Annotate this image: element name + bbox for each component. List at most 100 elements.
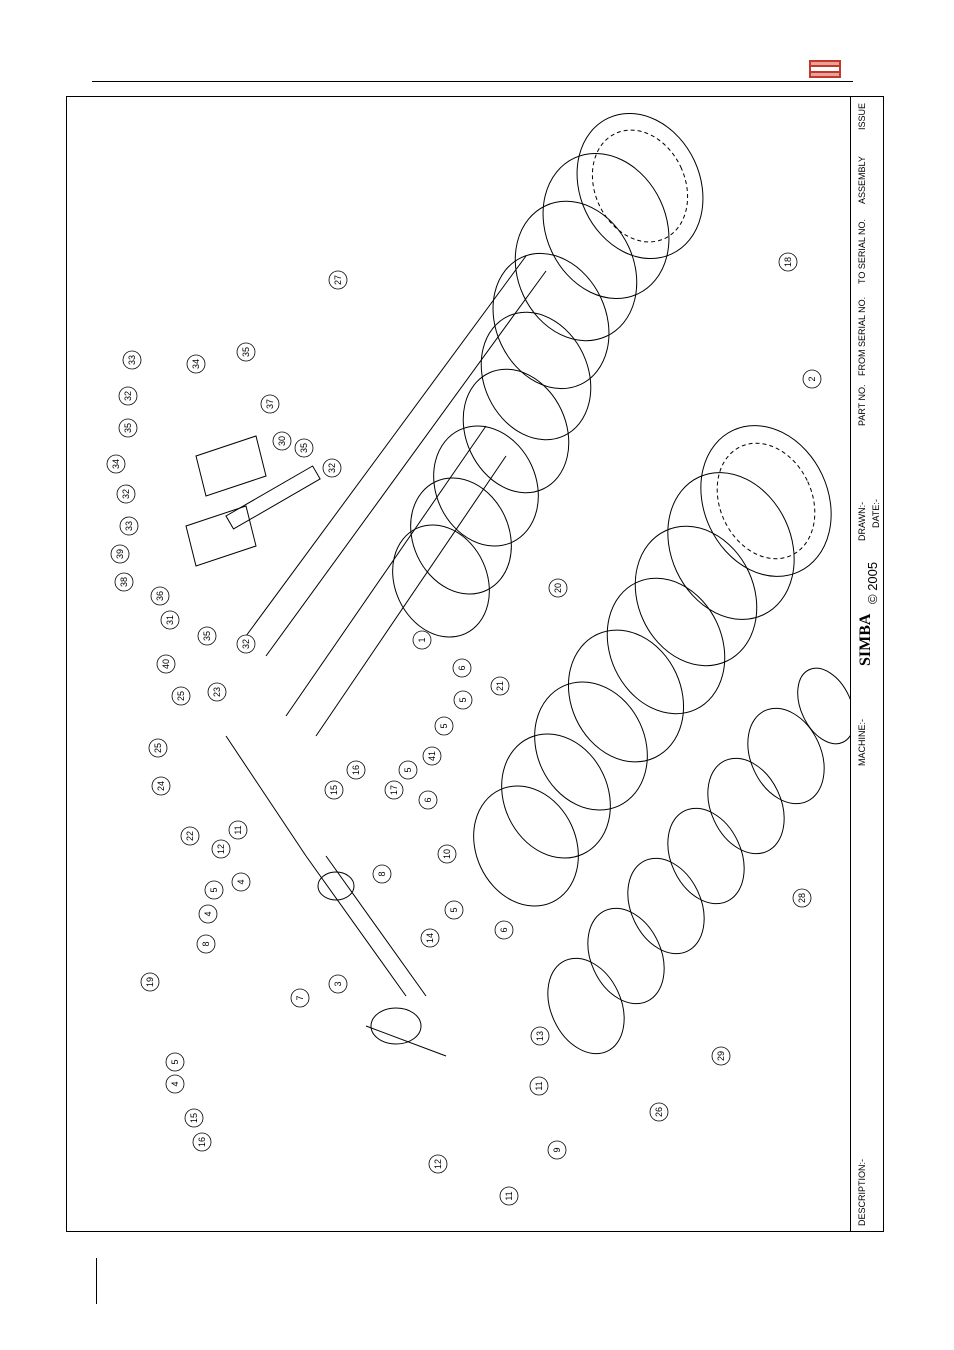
callout-11: 11 bbox=[229, 821, 247, 839]
callout-41: 41 bbox=[423, 747, 441, 765]
callout-number: 38 bbox=[119, 577, 129, 587]
callout-number: 17 bbox=[389, 785, 399, 795]
callout-23: 23 bbox=[208, 683, 226, 701]
callout-number: 5 bbox=[458, 697, 468, 702]
callout-10: 10 bbox=[438, 845, 456, 863]
callout-number: 35 bbox=[241, 347, 251, 357]
callout-number: 41 bbox=[427, 751, 437, 761]
callout-15: 15 bbox=[185, 1109, 203, 1127]
callout-6: 6 bbox=[419, 791, 437, 809]
callout-number: 30 bbox=[277, 436, 287, 446]
drawn-label: DRAWN:- bbox=[857, 502, 867, 541]
callout-25: 25 bbox=[149, 739, 167, 757]
callout-12: 12 bbox=[429, 1155, 447, 1173]
callout-number: 20 bbox=[553, 583, 563, 593]
callout-26: 26 bbox=[650, 1103, 668, 1121]
part-no-label: PART NO. bbox=[857, 384, 867, 426]
callout-5: 5 bbox=[166, 1053, 184, 1071]
callout-29: 29 bbox=[712, 1047, 730, 1065]
callout-5: 5 bbox=[445, 901, 463, 919]
callout-number: 14 bbox=[425, 933, 435, 943]
callout-number: 16 bbox=[351, 765, 361, 775]
issue-label: ISSUE bbox=[857, 103, 867, 130]
callout-8: 8 bbox=[197, 935, 215, 953]
callout-number: 32 bbox=[241, 639, 251, 649]
callout-number: 6 bbox=[499, 927, 509, 932]
callout-number: 32 bbox=[121, 489, 131, 499]
callout-number: 5 bbox=[449, 907, 459, 912]
callout-number: 37 bbox=[265, 399, 275, 409]
callout-4: 4 bbox=[232, 873, 250, 891]
callout-number: 25 bbox=[176, 691, 186, 701]
callout-number: 5 bbox=[170, 1059, 180, 1064]
callout-35: 35 bbox=[295, 439, 313, 457]
callout-22: 22 bbox=[181, 827, 199, 845]
callout-30: 30 bbox=[273, 432, 291, 450]
callout-number: 18 bbox=[783, 257, 793, 267]
callout-number: 11 bbox=[534, 1081, 544, 1090]
callout-number: 35 bbox=[123, 423, 133, 433]
callout-2: 2 bbox=[803, 370, 821, 388]
callout-number: 15 bbox=[189, 1113, 199, 1123]
callout-number: 5 bbox=[403, 767, 413, 772]
callout-3: 3 bbox=[329, 975, 347, 993]
callout-35: 35 bbox=[198, 627, 216, 645]
callout-number: 35 bbox=[299, 443, 309, 453]
callout-18: 18 bbox=[779, 253, 797, 271]
callout-number: 6 bbox=[457, 665, 467, 670]
callout-number: 4 bbox=[170, 1081, 180, 1086]
callout-5: 5 bbox=[435, 717, 453, 735]
callout-number: 5 bbox=[439, 723, 449, 728]
callout-33: 33 bbox=[123, 351, 141, 369]
callout-34: 34 bbox=[187, 355, 205, 373]
callout-25: 25 bbox=[172, 687, 190, 705]
callout-number: 10 bbox=[442, 849, 452, 859]
callout-9: 9 bbox=[548, 1141, 566, 1159]
callout-number: 8 bbox=[201, 941, 211, 946]
callout-5: 5 bbox=[205, 881, 223, 899]
footer-rule bbox=[96, 1258, 97, 1304]
callout-number: 28 bbox=[797, 893, 807, 903]
callout-16: 16 bbox=[347, 761, 365, 779]
copyright: © 2005 bbox=[865, 562, 880, 604]
callout-39: 39 bbox=[111, 545, 129, 563]
callout-number: 39 bbox=[115, 549, 125, 559]
callout-17: 17 bbox=[385, 781, 403, 799]
callout-number: 24 bbox=[156, 781, 166, 791]
callout-number: 19 bbox=[145, 977, 155, 987]
callout-number: 9 bbox=[552, 1147, 562, 1152]
machine-label: MACHINE:- bbox=[857, 719, 867, 766]
callout-32: 32 bbox=[119, 387, 137, 405]
callout-35: 35 bbox=[119, 419, 137, 437]
callout-34: 34 bbox=[107, 455, 125, 473]
title-block: ISSUE ASSEMBLY TO SERIAL NO. FROM SERIAL… bbox=[850, 96, 885, 1232]
header-rule bbox=[92, 81, 853, 82]
brand-mark: SIMBA bbox=[857, 614, 875, 666]
callout-number: 27 bbox=[333, 275, 343, 285]
callout-number: 6 bbox=[423, 797, 433, 802]
callout-number: 8 bbox=[377, 871, 387, 876]
callout-number: 32 bbox=[123, 391, 133, 401]
callout-31: 31 bbox=[161, 611, 179, 629]
callout-38: 38 bbox=[115, 573, 133, 591]
callout-number: 35 bbox=[202, 631, 212, 641]
from-serial-label: FROM SERIAL NO. bbox=[857, 297, 867, 376]
callout-32: 32 bbox=[323, 459, 341, 477]
callout-4: 4 bbox=[199, 905, 217, 923]
callout-number: 2 bbox=[807, 376, 817, 381]
callout-number: 4 bbox=[203, 911, 213, 916]
callout-number: 23 bbox=[212, 687, 222, 697]
callout-6: 6 bbox=[495, 921, 513, 939]
callout-number: 21 bbox=[495, 681, 505, 691]
callout-layer: 3334353235372734323035323339383631353240… bbox=[107, 253, 821, 1205]
callout-32: 32 bbox=[117, 485, 135, 503]
callout-32: 32 bbox=[237, 635, 255, 653]
assembly-label: ASSEMBLY bbox=[857, 156, 867, 204]
callout-13: 13 bbox=[531, 1027, 549, 1045]
callout-20: 20 bbox=[549, 579, 567, 597]
callout-number: 34 bbox=[191, 359, 201, 369]
callout-36: 36 bbox=[151, 587, 169, 605]
callout-35: 35 bbox=[237, 343, 255, 361]
callout-number: 22 bbox=[185, 831, 195, 841]
callout-number: 7 bbox=[295, 995, 305, 1000]
